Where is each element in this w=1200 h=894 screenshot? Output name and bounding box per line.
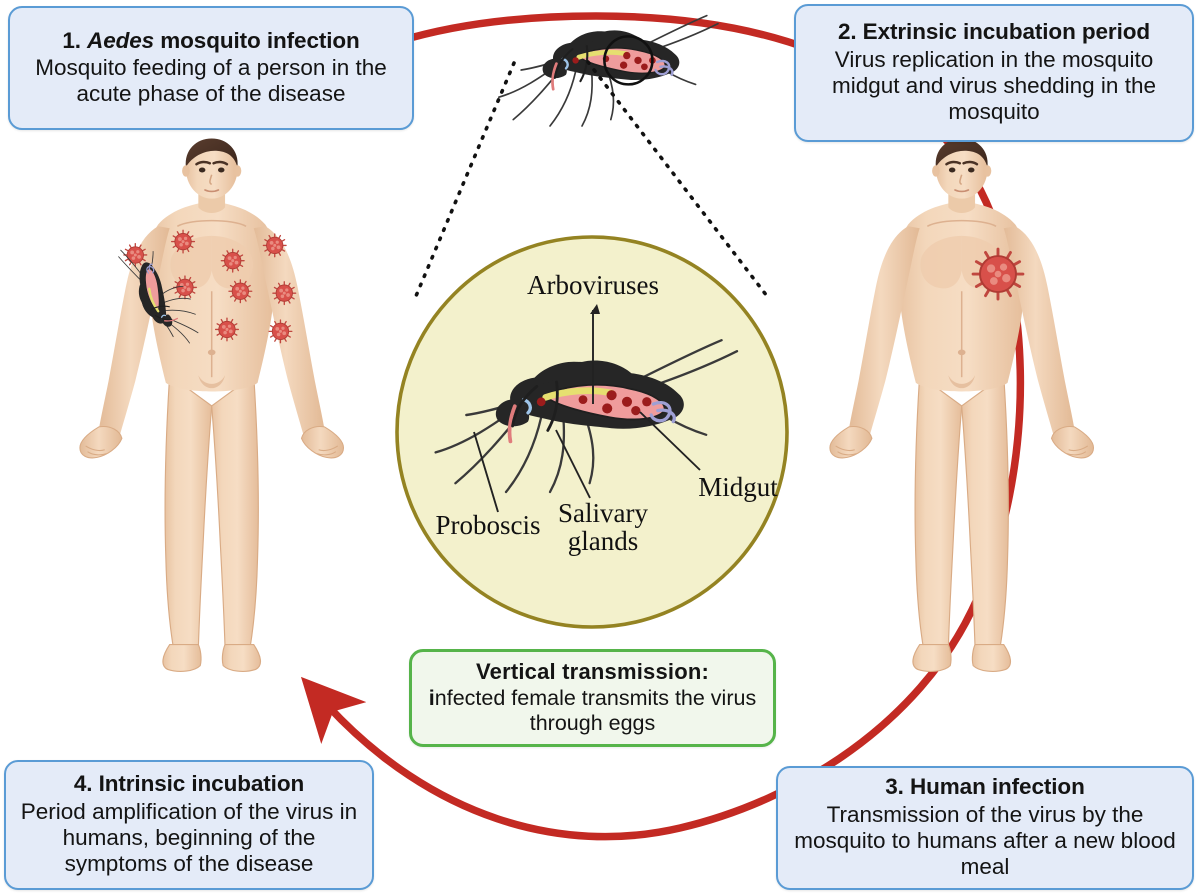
vertical-transmission-title: Vertical transmission: (475, 659, 710, 684)
callout-step-1-body: Mosquito feeding of a person in the acut… (35, 54, 387, 107)
callout-step-2-title: 2. Extrinsic incubation period (837, 19, 1151, 45)
step-1-species: Aedes (87, 27, 155, 53)
callout-step-4-body: Period amplification of the virus in hum… (20, 798, 358, 877)
label-salivary-glands-line1: Salivary (558, 498, 648, 528)
callout-step-1-title: 1. Aedes mosquito infection (20, 28, 402, 54)
callout-step-3[interactable]: 3. Human infection Transmission of the v… (776, 766, 1194, 890)
callout-step-4-title: 4. Intrinsic incubation (73, 771, 305, 797)
callout-step-3-body: Transmission of the virus by the mosquit… (794, 801, 1176, 880)
left-human-figure (78, 137, 345, 673)
vertical-transmission-rest: nfected female transmits the virus throu… (434, 685, 757, 735)
anatomy-leader-lines (473, 304, 701, 513)
callout-step-4[interactable]: 4. Intrinsic incubation Period amplifica… (4, 760, 374, 890)
magnified-inset-circle (395, 235, 789, 629)
callout-step-2[interactable]: 2. Extrinsic incubation period Virus rep… (794, 4, 1194, 142)
step-1-title-rest: mosquito infection (160, 27, 360, 53)
magnification-leader-lines (414, 60, 772, 302)
label-midgut: Midgut (698, 472, 778, 502)
label-proboscis: Proboscis (435, 510, 541, 540)
vertical-transmission-lead: i (428, 685, 435, 710)
top-mosquito (499, 16, 718, 126)
callout-vertical-transmission[interactable]: Vertical transmission: infected female t… (409, 649, 776, 747)
step-1-number: 1. (62, 27, 81, 53)
callout-step-1[interactable]: 1. Aedes mosquito infection Mosquito fee… (8, 6, 414, 130)
transmission-cycle-arrow (258, 12, 1025, 841)
right-human-figure (828, 137, 1095, 673)
callout-step-2-body: Virus replication in the mosquito midgut… (832, 46, 1156, 125)
callout-step-3-title: 3. Human infection (885, 774, 1085, 800)
label-salivary-glands-line2: glands (567, 525, 639, 556)
label-salivary-glands: Salivary glands (543, 498, 663, 556)
vertical-transmission-body: infected female transmits the virus thro… (422, 686, 763, 736)
label-arboviruses: Arboviruses (527, 270, 659, 300)
